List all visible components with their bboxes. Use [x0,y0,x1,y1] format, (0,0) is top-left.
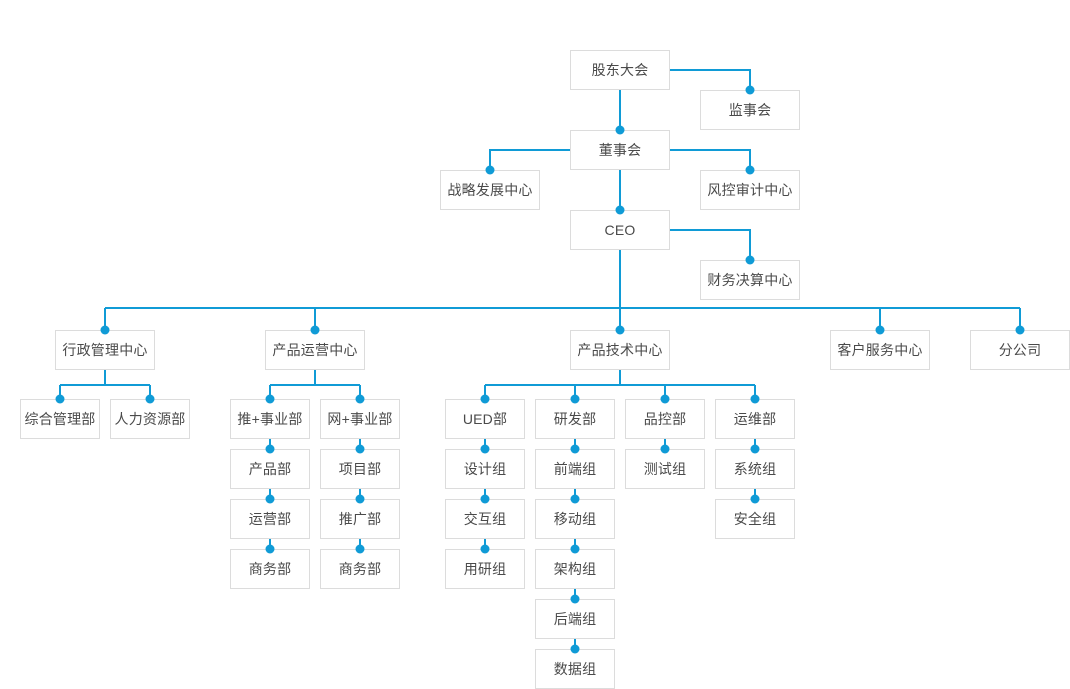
org-node-label: 测试组 [643,461,687,477]
org-node-label: 推+事业部 [237,411,303,427]
org-node-c1[interactable]: 行政管理中心 [55,330,155,370]
org-node-label: 推广部 [338,511,382,527]
connector-board-to-strategy [489,149,570,170]
org-node-label: 分公司 [998,342,1042,358]
org-node-h1[interactable]: 运维部 [715,399,795,439]
org-node-label: 战略发展中心 [447,182,533,198]
org-node-label: 数据组 [553,661,597,677]
org-node-d3[interactable]: 推广部 [320,499,400,539]
org-node-b1[interactable]: 推+事业部 [230,399,310,439]
org-node-c5[interactable]: 分公司 [970,330,1070,370]
org-node-label: 股东大会 [591,62,649,78]
org-node-n1[interactable]: 股东大会 [570,50,670,90]
org-node-e3[interactable]: 交互组 [445,499,525,539]
org-node-a1[interactable]: 综合管理部 [20,399,100,439]
org-node-h2[interactable]: 系统组 [715,449,795,489]
org-node-f4[interactable]: 架构组 [535,549,615,589]
org-node-f1[interactable]: 研发部 [535,399,615,439]
org-node-label: 架构组 [553,561,597,577]
org-node-n6[interactable]: CEO [570,210,670,250]
org-node-label: 商务部 [338,561,382,577]
org-node-c3[interactable]: 产品技术中心 [570,330,670,370]
org-node-label: 研发部 [553,411,597,427]
org-node-label: 行政管理中心 [62,342,148,358]
org-node-label: 项目部 [338,461,382,477]
org-node-b3[interactable]: 运营部 [230,499,310,539]
org-node-h3[interactable]: 安全组 [715,499,795,539]
org-node-label: 运维部 [733,411,777,427]
org-node-n3[interactable]: 董事会 [570,130,670,170]
org-node-label: 用研组 [463,561,507,577]
org-node-label: 产品技术中心 [577,342,663,358]
org-node-label: 综合管理部 [24,411,96,427]
org-node-label: 监事会 [728,102,772,118]
org-node-label: UED部 [462,411,508,427]
connector-shareholders-to-supervisors [670,69,751,90]
org-node-f6[interactable]: 数据组 [535,649,615,689]
org-node-n4[interactable]: 战略发展中心 [440,170,540,210]
org-node-label: 董事会 [598,142,642,158]
org-node-b4[interactable]: 商务部 [230,549,310,589]
org-node-n2[interactable]: 监事会 [700,90,800,130]
org-node-label: 财务决算中心 [707,272,793,288]
org-node-f2[interactable]: 前端组 [535,449,615,489]
org-node-label: 客户服务中心 [837,342,923,358]
connector-ceo-to-finance [670,229,751,260]
org-node-c2[interactable]: 产品运营中心 [265,330,365,370]
org-node-label: 交互组 [463,511,507,527]
org-node-n5[interactable]: 风控审计中心 [700,170,800,210]
org-node-label: 后端组 [553,611,597,627]
org-node-label: 商务部 [248,561,292,577]
org-node-label: 产品运营中心 [272,342,358,358]
org-node-label: 系统组 [733,461,777,477]
org-node-d4[interactable]: 商务部 [320,549,400,589]
org-node-label: 产品部 [248,461,292,477]
connector-board-to-risk [670,149,751,170]
org-node-n7[interactable]: 财务决算中心 [700,260,800,300]
org-node-e4[interactable]: 用研组 [445,549,525,589]
org-node-a2[interactable]: 人力资源部 [110,399,190,439]
org-node-label: 风控审计中心 [707,182,793,198]
org-node-d1[interactable]: 网+事业部 [320,399,400,439]
org-node-c4[interactable]: 客户服务中心 [830,330,930,370]
org-node-e2[interactable]: 设计组 [445,449,525,489]
org-node-label: 前端组 [553,461,597,477]
org-node-b2[interactable]: 产品部 [230,449,310,489]
org-node-g1[interactable]: 品控部 [625,399,705,439]
org-node-label: 品控部 [643,411,687,427]
org-node-label: 安全组 [733,511,777,527]
org-node-label: 运营部 [248,511,292,527]
org-node-e1[interactable]: UED部 [445,399,525,439]
org-node-d2[interactable]: 项目部 [320,449,400,489]
org-node-label: 人力资源部 [114,411,186,427]
org-node-label: 移动组 [553,511,597,527]
org-node-f5[interactable]: 后端组 [535,599,615,639]
org-node-label: 设计组 [463,461,507,477]
org-node-label: 网+事业部 [327,411,393,427]
org-node-f3[interactable]: 移动组 [535,499,615,539]
org-node-label: CEO [604,222,636,238]
org-node-g2[interactable]: 测试组 [625,449,705,489]
